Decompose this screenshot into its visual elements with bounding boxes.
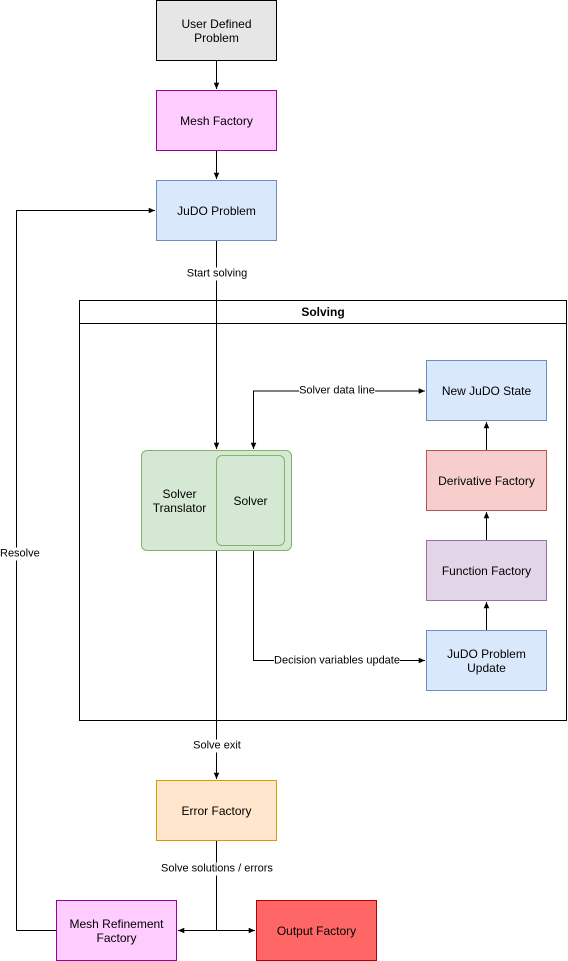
judo-problem-label: JuDO Problem <box>177 203 256 218</box>
edge-resolve <box>16 207 155 931</box>
function-factory-label: Function Factory <box>441 563 532 578</box>
error-factory-node[interactable]: Error Factory <box>156 780 277 841</box>
new-judo-state-label: New JuDO State <box>441 383 532 398</box>
judo-problem-update-label: JuDO Problem Update <box>447 646 526 675</box>
solver-data-line-label: Solver data line <box>299 384 375 398</box>
mesh-refinement-factory-node[interactable]: Mesh Refinement Factory <box>56 900 177 961</box>
output-factory-label: Output Factory <box>276 923 357 938</box>
user-defined-problem-node[interactable]: User Defined Problem <box>156 0 277 61</box>
derivative-factory-label: Derivative Factory <box>438 473 535 488</box>
judo-problem-node[interactable]: JuDO Problem <box>156 180 277 241</box>
resolve-label: Resolve <box>0 547 40 561</box>
function-factory-node[interactable]: Function Factory <box>426 540 547 601</box>
edge-solver-data-line <box>250 388 425 449</box>
judo-problem-update-node[interactable]: JuDO Problem Update <box>426 630 547 691</box>
solve-exit-label: Solve exit <box>193 739 241 753</box>
start-solving-label: Start solving <box>186 267 248 281</box>
solving-group-title: Solving <box>80 301 566 324</box>
mesh-factory-label: Mesh Factory <box>180 113 253 128</box>
derivative-factory-node[interactable]: Derivative Factory <box>426 450 547 511</box>
user-defined-problem-label: User Defined Problem <box>181 16 252 45</box>
new-judo-state-node[interactable]: New JuDO State <box>426 360 547 421</box>
mesh-refinement-factory-label: Mesh Refinement Factory <box>69 916 164 945</box>
solver-label: Solver <box>233 493 268 508</box>
output-factory-node[interactable]: Output Factory <box>256 900 377 961</box>
decision-variables-update-label: Decision variables update <box>274 654 400 668</box>
edge-decision-variables-update <box>253 546 425 664</box>
solver-node[interactable]: Solver <box>216 455 285 546</box>
mesh-factory-node[interactable]: Mesh Factory <box>156 90 277 151</box>
error-factory-label: Error Factory <box>181 803 252 818</box>
solve-solutions-errors-label: Solve solutions / errors <box>161 862 273 876</box>
solver-translator-label: Solver Translator <box>152 486 207 515</box>
